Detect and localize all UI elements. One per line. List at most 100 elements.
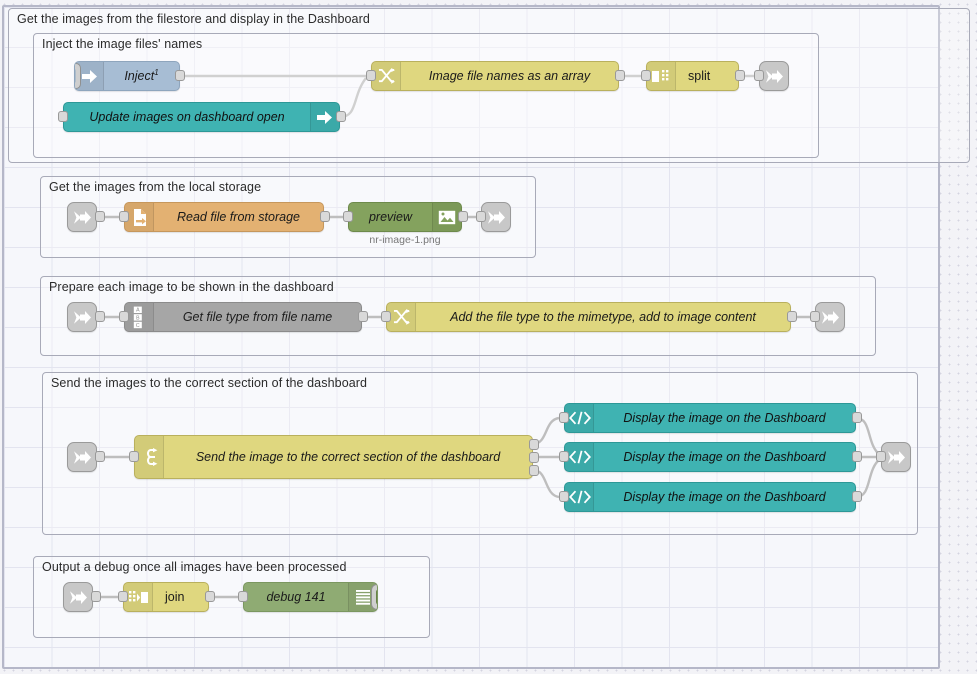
node-preview-label: preview xyxy=(368,210,413,224)
port-out-dashboard-open[interactable] xyxy=(336,111,346,122)
svg-text:B: B xyxy=(136,315,140,321)
node-switch[interactable]: Send the image to the correct section of… xyxy=(134,435,533,479)
port-out-split[interactable] xyxy=(735,70,745,81)
node-display-1[interactable]: Display the image on the Dashboard xyxy=(564,403,856,433)
file-in-icon xyxy=(125,203,154,231)
inject-trigger-swatch xyxy=(75,69,76,83)
port-in-preview[interactable] xyxy=(343,211,353,222)
port-in-switch[interactable] xyxy=(129,451,139,462)
node-inject[interactable]: Inject1 xyxy=(74,61,180,91)
node-link-out-1[interactable] xyxy=(759,61,789,91)
debug-toggle-swatch xyxy=(376,589,377,605)
port-out-display-1[interactable] xyxy=(852,412,862,423)
port-in-display-3[interactable] xyxy=(559,491,569,502)
port-out-link-in-3[interactable] xyxy=(95,311,105,322)
port-in-display-1[interactable] xyxy=(559,412,569,423)
port-in-link-out-4[interactable] xyxy=(876,451,886,462)
change-node-icon xyxy=(387,303,416,331)
join-icon xyxy=(124,583,153,611)
node-join[interactable]: join xyxy=(123,582,209,612)
group-inject[interactable]: Inject the image files' names xyxy=(33,33,819,158)
node-split[interactable]: split xyxy=(646,61,739,91)
node-link-in-4[interactable] xyxy=(67,442,97,472)
node-dashboard-open[interactable]: Update images on dashboard open xyxy=(63,102,340,132)
port-in-join[interactable] xyxy=(118,591,128,602)
node-preview[interactable]: preview xyxy=(348,202,462,232)
node-link-in-2[interactable] xyxy=(67,202,97,232)
node-display-2-label: Display the image on the Dashboard xyxy=(623,450,826,464)
node-add-mimetype[interactable]: Add the file type to the mimetype, add t… xyxy=(386,302,791,332)
node-add-mimetype-label: Add the file type to the mimetype, add t… xyxy=(450,310,756,324)
node-preview-caption: nr-image-1.png xyxy=(369,234,441,246)
inject-arrow-icon xyxy=(75,62,104,90)
port-out-link-in-5[interactable] xyxy=(91,591,101,602)
debug-lines-icon xyxy=(348,583,377,611)
node-link-in-5[interactable] xyxy=(63,582,93,612)
ui-event-arrow-icon xyxy=(310,103,339,131)
port-out-get-file-type[interactable] xyxy=(358,311,368,322)
node-get-file-type[interactable]: A B C Get file type from file name xyxy=(124,302,362,332)
port-in-link-out-2[interactable] xyxy=(476,211,486,222)
code-template-icon xyxy=(565,443,594,471)
port-out-read-file[interactable] xyxy=(320,211,330,222)
port-in-display-2[interactable] xyxy=(559,451,569,462)
node-get-file-type-label: Get file type from file name xyxy=(182,310,333,324)
node-read-file[interactable]: Read file from storage xyxy=(124,202,324,232)
port-out-join[interactable] xyxy=(205,591,215,602)
switch-node-icon xyxy=(135,436,164,478)
node-dashboard-open-label: Update images on dashboard open xyxy=(89,110,285,124)
node-switch-label: Send the image to the correct section of… xyxy=(195,450,501,464)
node-debug-label: debug 141 xyxy=(266,590,326,604)
port-out-display-3[interactable] xyxy=(852,491,862,502)
code-template-icon xyxy=(565,404,594,432)
svg-text:C: C xyxy=(136,322,140,328)
change-node-icon xyxy=(372,62,401,90)
node-link-in-3[interactable] xyxy=(67,302,97,332)
node-link-out-4[interactable] xyxy=(881,442,911,472)
node-split-label: split xyxy=(688,69,711,83)
port-out-add-mimetype[interactable] xyxy=(787,311,797,322)
node-join-label: join xyxy=(165,590,185,604)
node-link-out-2[interactable] xyxy=(481,202,511,232)
svg-text:A: A xyxy=(136,307,140,313)
port-in-read-file[interactable] xyxy=(119,211,129,222)
port-out-switch-3[interactable] xyxy=(529,465,539,476)
node-inject-label: Inject1 xyxy=(124,68,159,84)
group-inject-label: Inject the image files' names xyxy=(42,37,203,51)
port-out-switch-2[interactable] xyxy=(529,452,539,463)
port-in-link-out-3[interactable] xyxy=(810,311,820,322)
image-preview-icon xyxy=(432,203,461,231)
node-image-file-names[interactable]: Image file names as an array xyxy=(371,61,619,91)
port-in-image-file-names[interactable] xyxy=(366,70,376,81)
port-out-display-2[interactable] xyxy=(852,451,862,462)
node-display-3-label: Display the image on the Dashboard xyxy=(623,490,826,504)
node-debug[interactable]: debug 141 xyxy=(243,582,378,612)
port-in-debug[interactable] xyxy=(238,591,248,602)
port-out-preview[interactable] xyxy=(458,211,468,222)
port-in-get-file-type[interactable] xyxy=(119,311,129,322)
port-out-link-in-4[interactable] xyxy=(95,451,105,462)
port-in-split[interactable] xyxy=(641,70,651,81)
group-send-dashboard-label: Send the images to the correct section o… xyxy=(51,376,368,390)
node-read-file-label: Read file from storage xyxy=(177,210,300,224)
code-template-icon xyxy=(565,483,594,511)
node-display-1-label: Display the image on the Dashboard xyxy=(623,411,826,425)
port-in-dashboard-open[interactable] xyxy=(58,111,68,122)
port-out-image-file-names[interactable] xyxy=(615,70,625,81)
split-icon xyxy=(647,62,676,90)
port-in-link-out-1[interactable] xyxy=(754,70,764,81)
port-in-add-mimetype[interactable] xyxy=(381,311,391,322)
inject-trigger-button[interactable] xyxy=(75,63,81,89)
port-out-link-in-2[interactable] xyxy=(95,211,105,222)
port-out-inject[interactable] xyxy=(175,70,185,81)
group-prepare-image-label: Prepare each image to be shown in the da… xyxy=(49,280,334,294)
node-display-2[interactable]: Display the image on the Dashboard xyxy=(564,442,856,472)
port-out-switch-1[interactable] xyxy=(529,439,539,450)
node-image-file-names-label: Image file names as an array xyxy=(428,69,591,83)
abc-template-icon: A B C xyxy=(125,303,154,331)
group-read-storage-label: Get the images from the local storage xyxy=(49,180,262,194)
node-display-3[interactable]: Display the image on the Dashboard xyxy=(564,482,856,512)
debug-enable-toggle[interactable] xyxy=(371,584,377,610)
group-outer-label: Get the images from the filestore and di… xyxy=(17,12,370,26)
